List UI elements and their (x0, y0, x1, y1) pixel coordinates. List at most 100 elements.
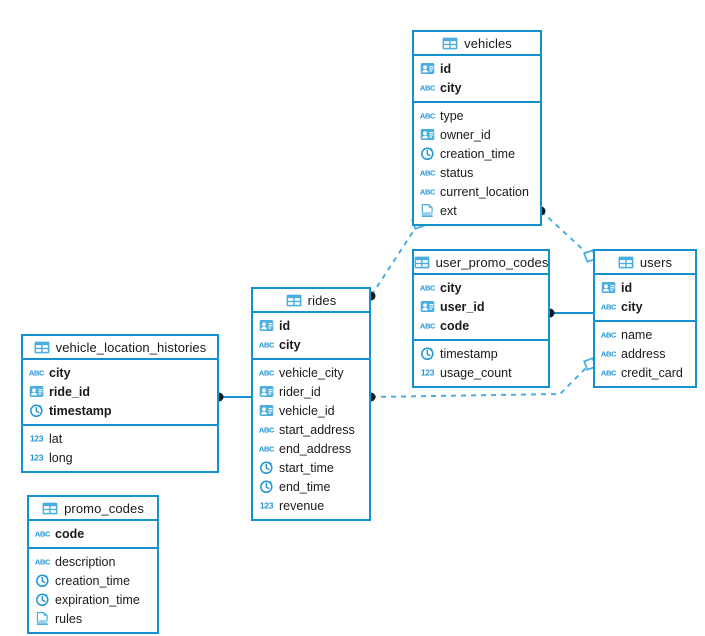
abc-icon: ABC (420, 165, 435, 180)
abc-icon: ABC (420, 80, 435, 95)
field-name: long (49, 450, 73, 465)
number-icon: 123 (29, 431, 44, 446)
abc-icon: ABC (420, 318, 435, 333)
svg-text:ABC: ABC (601, 369, 616, 378)
table-header-user_promo_codes[interactable]: user_promo_codes (414, 251, 548, 275)
edge-user-promo-codes-users[interactable] (545, 308, 594, 318)
abc-icon: ABC (35, 526, 50, 541)
table-header-promo_codes[interactable]: promo_codes (29, 497, 157, 521)
svg-text:ABC: ABC (601, 331, 616, 340)
svg-text:ABC: ABC (35, 530, 50, 539)
abc-icon: ABC (259, 422, 274, 437)
table-grid-icon (286, 294, 302, 307)
svg-text:JSON: JSON (36, 620, 47, 625)
field-row[interactable]: ride_id (23, 382, 217, 401)
field-row[interactable]: timestamp (23, 401, 217, 420)
field-row[interactable]: user_id (414, 297, 548, 316)
svg-text:ABC: ABC (601, 303, 616, 312)
table-header-rides[interactable]: rides (253, 289, 369, 313)
svg-text:ABC: ABC (35, 558, 50, 567)
json-icon: JSON (420, 203, 435, 218)
clock-icon (420, 146, 435, 161)
field-row[interactable]: ABC city (414, 78, 540, 97)
abc-icon: ABC (601, 365, 616, 380)
svg-text:ABC: ABC (601, 350, 616, 359)
field-name: city (279, 337, 301, 352)
svg-text:ABC: ABC (420, 322, 435, 331)
number-icon: 123 (259, 498, 274, 513)
field-row[interactable]: expiration_time (29, 590, 157, 609)
field-name: code (440, 318, 470, 333)
field-name: start_time (279, 460, 334, 475)
field-name: id (279, 318, 291, 333)
svg-text:ABC: ABC (259, 445, 274, 454)
field-name: city (440, 80, 462, 95)
field-row[interactable]: timestamp (414, 344, 548, 363)
field-row[interactable]: ABC end_address (253, 439, 369, 458)
table-grid-icon (442, 37, 458, 50)
table-grid-icon (618, 256, 634, 269)
abc-icon: ABC (259, 365, 274, 380)
field-row[interactable]: ABC credit_card (595, 363, 695, 382)
table-grid-icon (414, 256, 430, 269)
clock-icon (29, 403, 44, 418)
field-name: credit_card (621, 365, 683, 380)
clock-icon (259, 479, 274, 494)
field-row[interactable]: id (253, 316, 369, 335)
field-row[interactable]: end_time (253, 477, 369, 496)
abc-icon: ABC (35, 554, 50, 569)
field-row[interactable]: vehicle_id (253, 401, 369, 420)
field-name: end_address (279, 441, 352, 456)
table-title: user_promo_codes (435, 254, 549, 270)
edge-vehicle-location-histories-rides[interactable] (214, 392, 252, 402)
field-row[interactable]: rider_id (253, 382, 369, 401)
field-row[interactable]: id (595, 278, 695, 297)
id-card-icon (420, 61, 435, 76)
field-row[interactable]: start_time (253, 458, 369, 477)
field-row[interactable]: creation_time (414, 144, 540, 163)
field-name: address (621, 346, 666, 361)
field-row[interactable]: creation_time (29, 571, 157, 590)
table-header-vehicles[interactable]: vehicles (414, 32, 540, 56)
table-title: vehicles (464, 35, 512, 51)
abc-icon: ABC (420, 108, 435, 123)
field-row[interactable]: id (414, 59, 540, 78)
field-row[interactable]: ABC address (595, 344, 695, 363)
abc-icon: ABC (420, 280, 435, 295)
field-row[interactable]: owner_id (414, 125, 540, 144)
table-header-vehicle_location_histories[interactable]: vehicle_location_histories (23, 336, 217, 360)
table-header-users[interactable]: users (595, 251, 695, 275)
field-row[interactable]: ABC code (414, 316, 548, 335)
abc-icon: ABC (601, 299, 616, 314)
svg-text:ABC: ABC (259, 426, 274, 435)
